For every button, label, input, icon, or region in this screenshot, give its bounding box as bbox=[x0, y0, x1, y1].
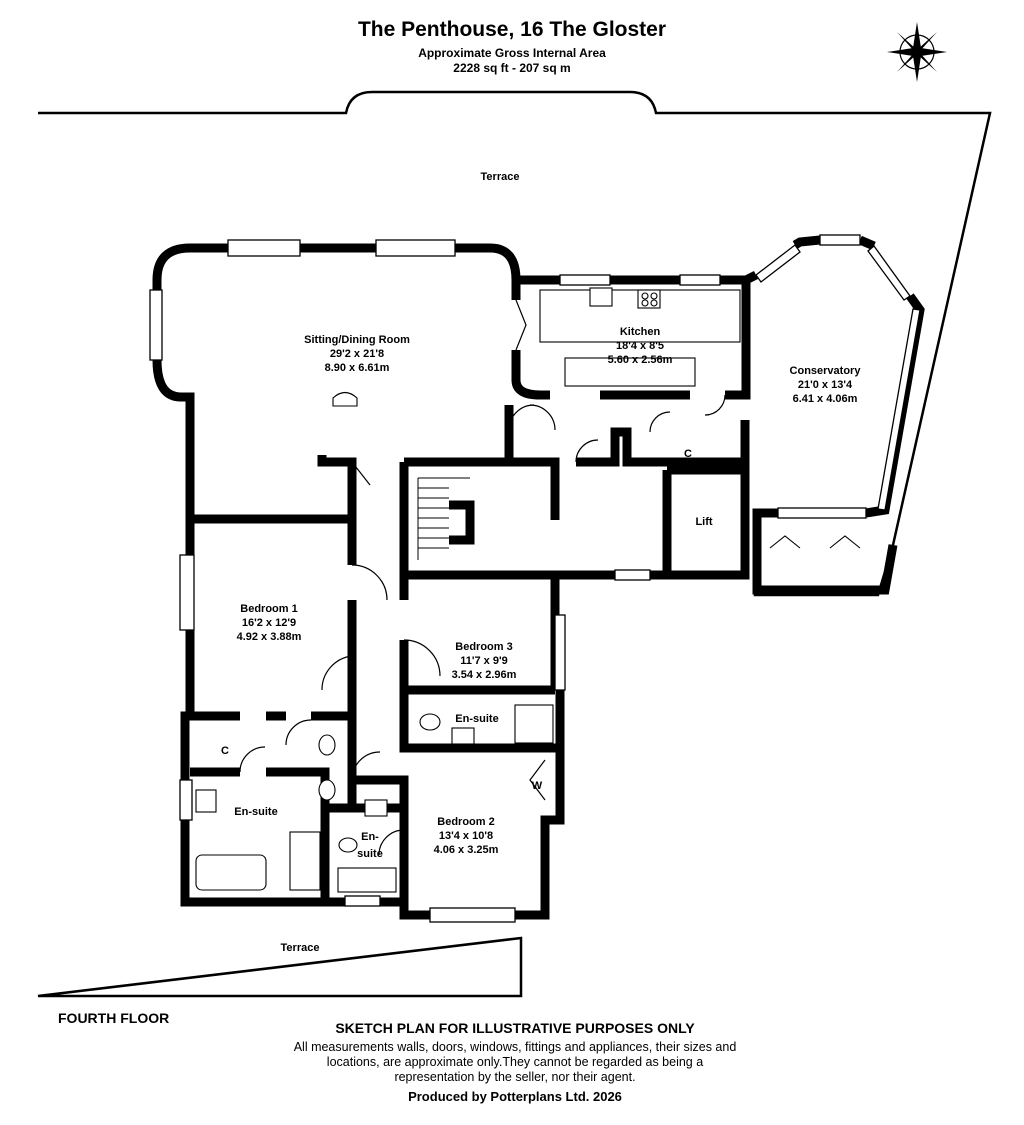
conservatory-walls bbox=[743, 235, 925, 595]
ensuite3-label: En-suite bbox=[455, 713, 498, 725]
plan-title: The Penthouse, 16 The Gloster bbox=[357, 18, 667, 41]
cupboard2-label: C bbox=[221, 745, 229, 757]
kitchen-walls bbox=[516, 275, 751, 400]
lift-label: Lift bbox=[695, 516, 712, 528]
disclaimer-heading: SKETCH PLAN FOR ILLUSTRATIVE PURPOSES ON… bbox=[335, 1020, 695, 1036]
basin-icon bbox=[195, 789, 217, 813]
cupboard1-label: C bbox=[684, 448, 692, 460]
ensuite2-label-line2: suite bbox=[357, 848, 383, 860]
floor-label: FOURTH FLOOR bbox=[58, 1010, 170, 1026]
basin-icon-3 bbox=[451, 727, 475, 745]
stair-walls bbox=[449, 470, 560, 545]
sitting-room-imperial: 29'2 x 21'8 bbox=[330, 348, 384, 360]
staircase bbox=[417, 477, 470, 560]
gross-area-value: 2228 sq ft - 207 sq m bbox=[453, 61, 571, 75]
corridor-walls bbox=[185, 455, 357, 740]
conservatory-imperial: 21'0 x 13'4 bbox=[798, 379, 853, 391]
bedroom3-metric: 3.54 x 2.96m bbox=[452, 669, 517, 681]
kitchen-sink-icon bbox=[589, 287, 613, 307]
bedroom1-name: Bedroom 1 bbox=[240, 603, 297, 615]
doors bbox=[239, 299, 726, 856]
compass-rose-icon bbox=[887, 22, 947, 82]
sitting-room-metric: 8.90 x 6.61m bbox=[325, 362, 390, 374]
shower-icon-2 bbox=[514, 704, 554, 744]
bedroom2-name: Bedroom 2 bbox=[437, 816, 494, 828]
windows bbox=[149, 234, 921, 923]
disclaimer-text: All measurements walls, doors, windows, … bbox=[293, 1040, 737, 1084]
bedroom3-imperial: 11'7 x 9'9 bbox=[460, 655, 507, 667]
bedroom1-imperial: 16'2 x 12'9 bbox=[242, 617, 296, 629]
bedroom2-imperial: 13'4 x 10'8 bbox=[439, 830, 493, 842]
basin-icon-2 bbox=[364, 799, 388, 817]
kitchen-imperial: 18'4 x 8'5 bbox=[616, 340, 664, 352]
ensuite1-label: En-suite bbox=[234, 806, 277, 818]
kitchen-metric: 5.60 x 2.56m bbox=[608, 354, 673, 366]
lift-walls bbox=[662, 465, 745, 575]
terrace-top-label: Terrace bbox=[481, 171, 520, 183]
hall-walls bbox=[399, 405, 750, 690]
shower-icon bbox=[289, 831, 321, 891]
sitting-room-name: Sitting/Dining Room bbox=[304, 334, 410, 346]
bedroom2-metric: 4.06 x 3.25m bbox=[434, 844, 499, 856]
bedroom1-walls bbox=[180, 519, 347, 907]
toilet-icon-4 bbox=[419, 713, 441, 731]
toilet-icon-2 bbox=[318, 734, 336, 756]
wardrobe-label: W bbox=[532, 780, 543, 792]
toilet-icon-3 bbox=[338, 837, 358, 853]
terrace-bottom-label: Terrace bbox=[281, 942, 320, 954]
bedroom1-metric: 4.92 x 3.88m bbox=[237, 631, 302, 643]
producer-credit: Produced by Potterplans Ltd. 2026 bbox=[408, 1089, 622, 1104]
kitchen-name: Kitchen bbox=[620, 326, 661, 338]
terrace-outline bbox=[37, 90, 992, 998]
shower-tray-icon bbox=[337, 867, 397, 893]
fireplace-icon bbox=[332, 391, 358, 407]
bedroom3-name: Bedroom 3 bbox=[455, 641, 512, 653]
ensuite2-label-line1: En- bbox=[361, 831, 379, 843]
conservatory-metric: 6.41 x 4.06m bbox=[793, 393, 858, 405]
conservatory-name: Conservatory bbox=[790, 365, 862, 377]
gross-area-label: Approximate Gross Internal Area bbox=[418, 46, 606, 60]
fixtures bbox=[195, 287, 861, 893]
toilet-icon bbox=[318, 779, 336, 801]
bedroom3-walls bbox=[399, 575, 565, 753]
bath-icon bbox=[195, 854, 267, 891]
